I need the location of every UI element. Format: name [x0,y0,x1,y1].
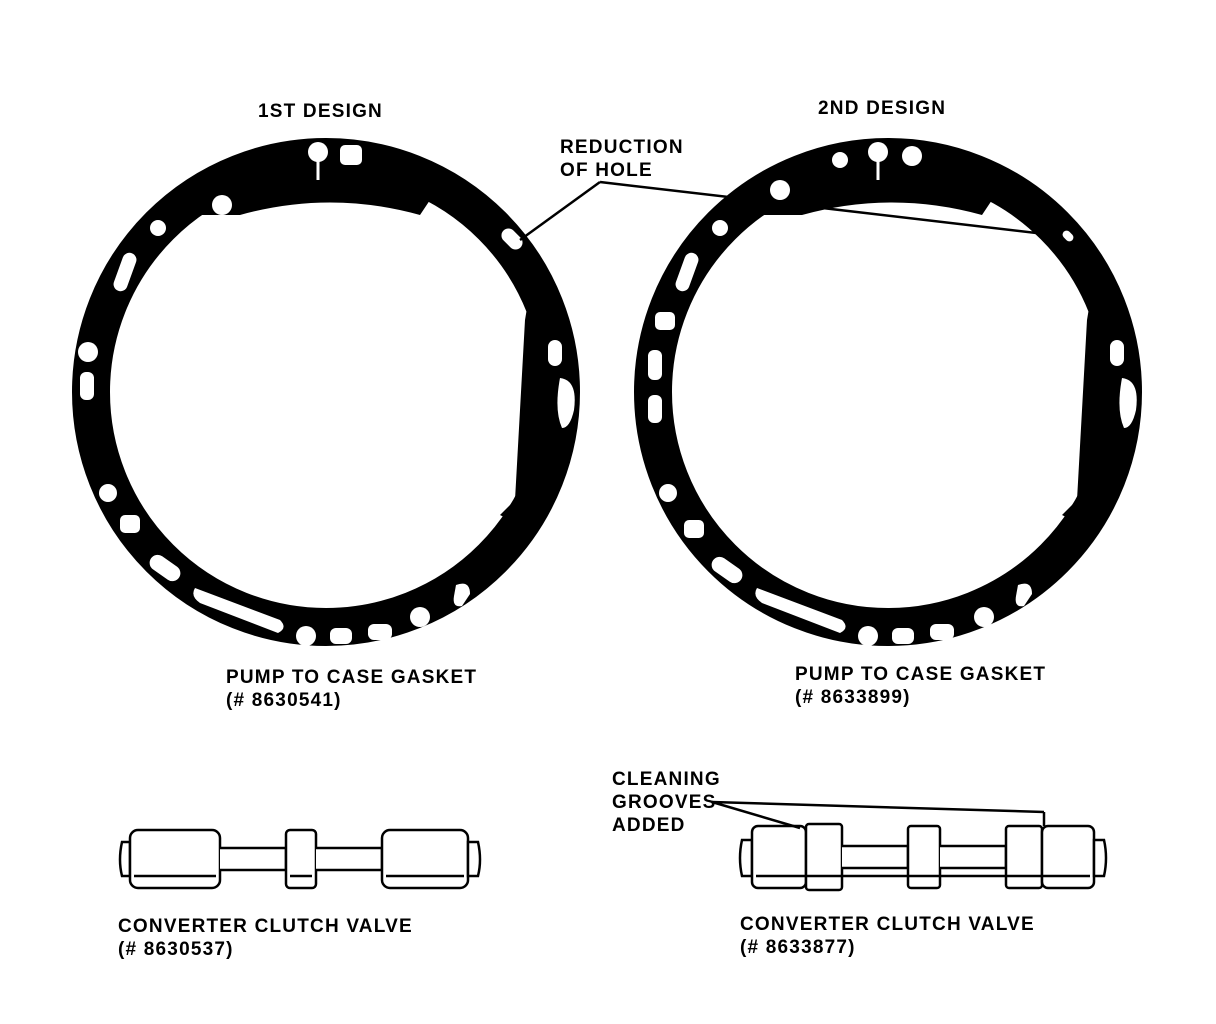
grooves-leader-lines [711,800,1046,830]
valve-2-caption: CONVERTER CLUTCH VALVE (# 8633877) [740,913,1035,959]
gasket-2-part: (# 8633899) [795,687,911,708]
reduction-callout-line2: OF HOLE [560,160,653,181]
valve-2nd-design [738,822,1108,892]
gasket-1-name: PUMP TO CASE GASKET [226,667,478,688]
grooves-callout-line3: ADDED [612,815,686,836]
gasket-2nd-design [634,138,1142,646]
design-1-title: 1ST DESIGN [258,101,383,122]
gasket-2-name: PUMP TO CASE GASKET [795,664,1047,685]
grooves-callout-line2: GROOVES [612,792,717,813]
valve-1-name: CONVERTER CLUTCH VALVE [118,916,413,937]
valve-2-name: CONVERTER CLUTCH VALVE [740,914,1035,935]
grooves-callout-line1: CLEANING [612,769,721,790]
valve-1st-design [118,828,482,890]
design-2-title: 2ND DESIGN [818,98,947,119]
reduction-leader-lines [519,180,1063,242]
valve-1-caption: CONVERTER CLUTCH VALVE (# 8630537) [118,915,413,961]
valve-1-part: (# 8630537) [118,939,234,960]
gasket-1-caption: PUMP TO CASE GASKET (# 8630541) [226,666,477,712]
reduction-callout: REDUCTION OF HOLE [560,136,684,182]
gasket-1st-design [72,138,580,646]
gasket-2-caption: PUMP TO CASE GASKET (# 8633899) [795,663,1046,709]
reduction-callout-line1: REDUCTION [560,137,684,158]
valve-2-part: (# 8633877) [740,937,856,958]
gasket-1-part: (# 8630541) [226,690,342,711]
grooves-callout: CLEANING GROOVES ADDED [612,768,721,837]
